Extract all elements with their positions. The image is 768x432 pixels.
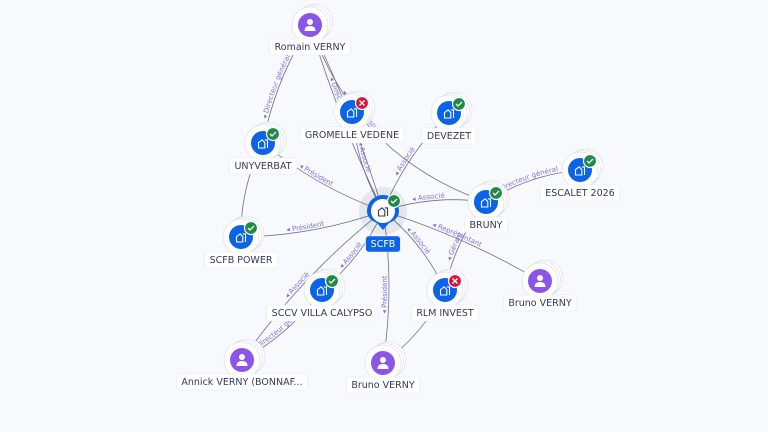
node-label: SCFB POWER [210,255,273,266]
company-icon [377,207,389,217]
building-icon [377,207,389,217]
edge-brunoR-scfb[interactable]: ◂ Représentant [382,210,541,282]
building-icon [257,139,269,149]
building-icon [439,286,451,296]
node-label: SCFB [371,239,396,250]
active-check-badge [582,153,598,169]
edge-label: ◂ Associé [405,225,432,255]
active-check-badge [243,220,259,236]
building-icon [316,286,328,296]
edge-label: ◂ Président [380,275,389,314]
node-label: BRUNY [470,220,503,231]
node-brunoB[interactable]: Bruno VERNY [346,341,421,394]
node-label: Bruno VERNY [508,298,572,309]
person-icon [371,351,395,375]
active-check-badge [451,96,467,112]
edge-label: ◂ Associé [338,241,364,271]
building-icon [235,233,247,243]
edge-label: ◂ Président [286,220,325,234]
node-unyverbat[interactable]: UNYVERBAT [229,121,298,175]
active-check-badge [324,273,340,289]
person-icon [230,348,254,372]
node-label: SCCV VILLA CALYPSO [272,308,373,319]
node-bruny[interactable]: BRUNY [464,180,510,234]
node-brunoR[interactable]: Bruno VERNY [503,259,578,312]
edge-label: ◂ Associé [411,192,444,204]
building-icon [480,198,492,208]
node-label: Romain VERNY [275,42,346,53]
edge-label: ◂ Associé [392,146,416,178]
active-check-badge [386,193,402,209]
person-icon [528,269,552,293]
node-label: UNYVERBAT [234,161,291,172]
node-label: RLM INVEST [416,308,474,319]
node-label: Annick VERNY (BONNAF... [181,377,302,388]
closed-x-badge [354,95,370,111]
edge-label: ◂ Associé [356,141,372,174]
building-icon [346,108,358,118]
node-gromelle[interactable]: GROMELLE VEDENE [299,90,405,144]
node-label: ESCALET 2026 [545,188,614,199]
edge-line [382,210,541,282]
closed-x-badge [447,273,463,289]
person-icon [298,13,322,37]
node-scfbpower[interactable]: SCFB POWER [204,215,279,269]
edge-label: ◂ Directeur général [261,53,292,119]
building-icon [443,109,455,119]
node-scfb-center[interactable]: SCFB [359,187,407,253]
node-label: GROMELLE VEDENE [305,130,399,141]
building-icon [574,166,586,176]
edge-label: ◂ Président [298,162,335,188]
node-romain[interactable]: Romain VERNY [269,3,351,56]
node-rlm[interactable]: RLM INVEST [411,268,480,322]
node-sccv[interactable]: SCCV VILLA CALYPSO [266,268,378,322]
node-devezet[interactable]: DEVEZET [421,91,477,145]
active-check-badge [488,185,504,201]
node-label: Bruno VERNY [351,380,415,391]
node-escalet[interactable]: ESCALET 2026 [539,148,621,202]
node-label: DEVEZET [427,131,471,142]
node-annick[interactable]: Annick VERNY (BONNAF... [176,338,308,391]
active-check-badge [265,126,281,142]
